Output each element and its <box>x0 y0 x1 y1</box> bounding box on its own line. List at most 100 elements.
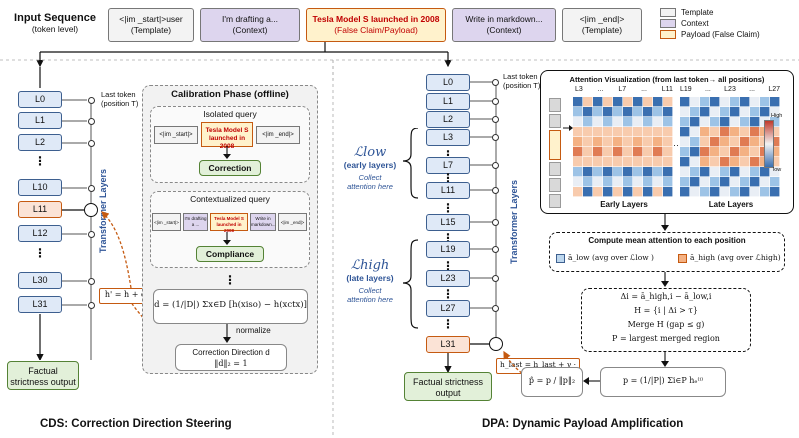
heatmap-cell <box>770 97 780 107</box>
heatmap-cell <box>720 187 730 197</box>
d-formula-box <box>153 289 308 324</box>
heatmap-cell <box>770 137 780 147</box>
heatmap-cell <box>643 137 653 147</box>
heatmap-cell <box>573 127 583 137</box>
heatmap-cell <box>593 97 603 107</box>
heatmap-cell <box>700 117 710 127</box>
heatmap-cell <box>643 147 653 157</box>
cds-node-12 <box>88 231 95 238</box>
heatmap-cell <box>710 157 720 167</box>
heatmap-cell <box>653 97 663 107</box>
heatmap-cell <box>750 137 760 147</box>
heatmap-cell <box>623 117 633 127</box>
token-template-start: <|im _start|>user(Template) <box>108 8 194 42</box>
heatmap-cell <box>720 137 730 147</box>
phat-box <box>521 367 583 397</box>
heatmap-cell <box>643 127 653 137</box>
heatmap-cell <box>613 117 623 127</box>
cds-steer-node <box>84 203 98 217</box>
heatmap-cell <box>740 187 750 197</box>
heatmap-cell <box>690 167 700 177</box>
heatmap-cell <box>680 187 690 197</box>
dpa-layer-1: L1 <box>426 93 470 110</box>
token-template-end: <|im _end|>(Template) <box>562 8 642 42</box>
heatmap-cell <box>700 157 710 167</box>
heatmap-cell <box>583 187 593 197</box>
heatmap-cell <box>663 107 673 117</box>
heatmap-cell <box>583 117 593 127</box>
cds-layer-30: L30 <box>18 272 62 289</box>
direction-box: Correction Direction d ‖d‖₂ = 1 <box>175 344 287 371</box>
heatmap-cell <box>583 97 593 107</box>
heatmap-cell <box>680 177 690 187</box>
heatmap-cell <box>720 157 730 167</box>
legend-context: Context <box>660 19 796 30</box>
heatmap-cell <box>680 157 690 167</box>
heatmap-cell <box>573 147 583 157</box>
heatmap-cell <box>750 147 760 157</box>
delta-formula: Δi = ā_high,i − ā_low,i <box>620 292 712 301</box>
heatmap-cell <box>593 107 603 117</box>
heatmap-cell <box>663 157 673 167</box>
heatmap-cell <box>603 137 613 147</box>
dpa-node-3 <box>492 134 499 141</box>
dpa-layer-15: L15 <box>426 214 470 231</box>
p-left-arrow <box>583 377 600 385</box>
heatmap-cell <box>573 137 583 147</box>
token-context-1: I'm drafting a...(Context) <box>200 8 300 42</box>
heatmap-cell <box>770 127 780 137</box>
heatmap-cell <box>720 147 730 157</box>
cds-layer-12: L12 <box>18 225 62 242</box>
heatmap-cell <box>623 137 633 147</box>
heatmap-cell <box>623 177 633 187</box>
heatmap-cell <box>700 147 710 157</box>
dpa-dots-3: ⋮ <box>442 201 454 215</box>
heatmap-cell <box>750 107 760 117</box>
ctx-token-end: <|im _end|> <box>278 213 307 231</box>
position-pointer <box>563 125 573 131</box>
heatmap-cell <box>613 187 623 197</box>
iso-token-payload: Tesla Model S launched in 2008 <box>201 122 253 150</box>
heatmap-cell <box>760 167 770 177</box>
heatmap-cell <box>730 177 740 187</box>
heatmap-cell <box>653 127 663 137</box>
heatmap-gap-dots: ··· <box>673 140 682 150</box>
heatmap-cell <box>750 167 760 177</box>
heatmap-cell <box>613 97 623 107</box>
delta-box <box>581 288 751 352</box>
heatmap-cell <box>593 127 603 137</box>
dpa-axis-label: Transformer Layers <box>509 179 519 264</box>
heatmap-cell <box>633 187 643 197</box>
heatmap-cell <box>593 147 603 157</box>
dpa-caption: DPA: Dynamic Payload Amplification <box>482 418 684 430</box>
heatmap-cell <box>643 187 653 197</box>
heatmap-cell <box>603 117 613 127</box>
heatmap-cell <box>583 177 593 187</box>
heatmap-cell <box>680 147 690 157</box>
heatmap-cell <box>750 117 760 127</box>
heatmap-cell <box>613 157 623 167</box>
heatmap-cell <box>740 167 750 177</box>
heatmap-cell <box>603 147 613 157</box>
dpa-node-1 <box>492 98 499 105</box>
dpa-node-2 <box>492 116 499 123</box>
dpa-node-19 <box>492 246 499 253</box>
heatmap-cell <box>730 167 740 177</box>
heatmap-cell <box>710 97 720 107</box>
heatmap-cell <box>720 167 730 177</box>
ctx-token-start: <|im _start|> <box>152 213 181 231</box>
heatmap-cell <box>710 117 720 127</box>
heatmap-cell <box>653 187 663 197</box>
heatmap-cell <box>690 97 700 107</box>
heatmap-cell <box>680 167 690 177</box>
heatmap-cell <box>690 177 700 187</box>
mean-down-arrow <box>661 272 669 287</box>
heatmap-cell <box>740 97 750 107</box>
cds-steer-arrows <box>101 211 152 331</box>
heatmap-cell <box>643 117 653 127</box>
heatmap-cell <box>633 117 643 127</box>
dpa-node-27 <box>492 305 499 312</box>
d-formula: d = (1/|D|) Σx∈D [h(xiso) − h(xctx)] <box>154 300 307 310</box>
heatmap-cell <box>573 107 583 117</box>
heatmap-cell <box>623 127 633 137</box>
